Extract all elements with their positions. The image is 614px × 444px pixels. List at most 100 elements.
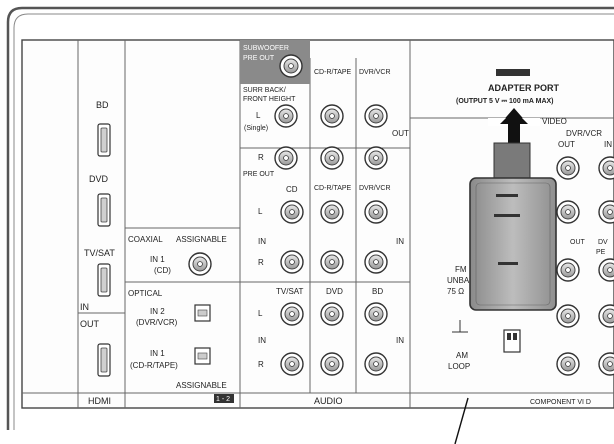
video-dv-label: DV [598,239,608,246]
cd-in-r-jack[interactable] [280,250,304,274]
digital-section: COAXIAL ASSIGNABLE IN 1 (CD) OPTICAL IN … [128,235,234,403]
hdmi-bd-port[interactable] [97,123,111,157]
dvd-in-r-jack[interactable] [320,352,344,376]
fm-label: FM [455,265,467,274]
assignable-range-badge [214,394,234,403]
cdr-tape-top-label: CD-R/TAPE [314,69,352,76]
optical-in2-shutter [197,309,208,317]
component-jack-1[interactable] [556,258,580,282]
audio-out-label: OUT [392,129,409,138]
subwoofer-label: SUBWOOFER [243,45,289,52]
dvr-vcr-out-l-jack[interactable] [364,104,388,128]
component-jack-2[interactable] [598,258,614,282]
wireless-adapter-device[interactable] [469,177,557,311]
dvd-in-l-jack[interactable] [320,302,344,326]
surr-back-r-jack[interactable] [274,146,298,170]
assignable-range-label: 1 - 2 [216,396,230,403]
dvr-vcr-in-l-jack[interactable] [364,200,388,224]
coaxial-label: COAXIAL [128,235,163,244]
adapter-plug [493,142,531,184]
audio-label: AUDIO [314,396,343,406]
dvr-vcr-in-r-jack[interactable] [364,250,388,274]
component-jack-3[interactable] [556,304,580,328]
hdmi-in-label: IN [80,302,89,312]
cdr-tape-in-r-jack[interactable] [320,250,344,274]
video-in-jack[interactable] [598,156,614,180]
adapter-port-title: ADAPTER PORT [488,83,560,93]
optical-in1-shutter [197,352,208,360]
dvr-vcr-top-label: DVR/VCR [359,69,391,76]
component-jack-6[interactable] [598,352,614,376]
cd-r-label: R [258,258,264,267]
opt-in1-sub: (CD-R/TAPE) [130,361,178,370]
cd-in-l-jack[interactable] [280,200,304,224]
surr-back-l-jack[interactable] [274,104,298,128]
insert-arrow-head-icon [500,110,528,152]
video-out-label: OUT [558,140,575,149]
audio-in-label-right: IN [396,237,404,246]
front-height-label: FRONT HEIGHT [243,96,296,103]
bd-in-l-jack[interactable] [364,302,388,326]
assignable-bottom-label: ASSIGNABLE [176,381,227,390]
adapter-port-spec: (OUTPUT 5 V ⎓ 100 mA MAX) [456,98,554,105]
dvr-vcr-out-r-jack[interactable] [364,146,388,170]
hdmi-dvd-port[interactable] [97,193,111,227]
video-jack-3[interactable] [598,200,614,224]
hdmi-out-port[interactable] [97,343,111,377]
device-marking-1 [496,194,518,197]
tvsat-in-r-jack[interactable] [280,352,304,376]
optical-label: OPTICAL [128,289,163,298]
component-jack-4[interactable] [598,304,614,328]
adapter-section: ADAPTER PORT (OUTPUT 5 V ⎓ 100 mA MAX) [454,69,560,444]
am-terminal-slot-1 [507,333,511,340]
video-pe-label: PE [596,249,606,256]
tvsat-audio-label: TV/SAT [276,287,304,296]
component-label: COMPONENT VI D [530,399,591,406]
opt-in1-label: IN 1 [150,349,165,358]
surr-r-label: R [258,153,264,162]
am-terminal[interactable] [503,329,521,353]
opt-in2-label: IN 2 [150,307,165,316]
pre-out-label: PRE OUT [243,171,275,178]
hdmi-tvsat-port[interactable] [97,263,111,297]
video-jack-2[interactable] [556,200,580,224]
hdmi-tvsat-label: TV/SAT [84,248,115,258]
hdmi-section: BD DVD TV/SAT IN OUT HDMI [80,100,115,406]
video-out2-label: OUT [570,239,586,246]
am-label: AM [456,351,468,360]
tvsat-in-l-jack[interactable] [280,302,304,326]
video-dvr-vcr-label: DVR/VCR [566,129,602,138]
bd-audio-label: BD [372,287,383,296]
subwoofer-jack[interactable] [279,54,303,78]
hdmi-label: HDMI [88,396,111,406]
hdmi-out-label: OUT [80,319,100,329]
cdr-tape-out-r-jack[interactable] [320,146,344,170]
coax-in-label: IN 1 [150,255,165,264]
audio-section: SUBWOOFER PRE OUT CD-R/TAPE DVR/VCR SURR… [240,40,409,406]
device-inner-outline [475,182,551,306]
surr-l-label: L [256,111,261,120]
dvr-vcr-mid-label: DVR/VCR [359,185,391,192]
component-jack-5[interactable] [556,352,580,376]
device-marking-3 [498,262,518,265]
video-section: VIDEO DVR/VCR OUT IN OUT DV PE FM UNBAL … [447,117,614,406]
bd-in-r-jack[interactable] [364,352,388,376]
coaxial-jack[interactable] [188,252,212,276]
dvd-audio-label: DVD [326,287,343,296]
video-label: VIDEO [542,117,567,126]
lower-l-label: L [258,309,263,318]
audio-in-label: IN [258,237,266,246]
subwoofer-pre-out-label: PRE OUT [243,55,275,62]
unbal-label: UNBAL [447,276,474,285]
opt-in2-sub: (DVR/VCR) [136,318,178,327]
device-marking-2 [494,214,520,217]
ohm-label: 75 Ω [447,287,464,296]
lower-r-label: R [258,360,264,369]
cdr-tape-in-l-jack[interactable] [320,200,344,224]
adapter-port-slot[interactable] [496,69,530,76]
cdr-tape-mid-label: CD-R/TAPE [314,185,352,192]
cdr-tape-out-l-jack[interactable] [320,104,344,128]
video-out-jack[interactable] [556,156,580,180]
cd-label: CD [286,185,298,194]
